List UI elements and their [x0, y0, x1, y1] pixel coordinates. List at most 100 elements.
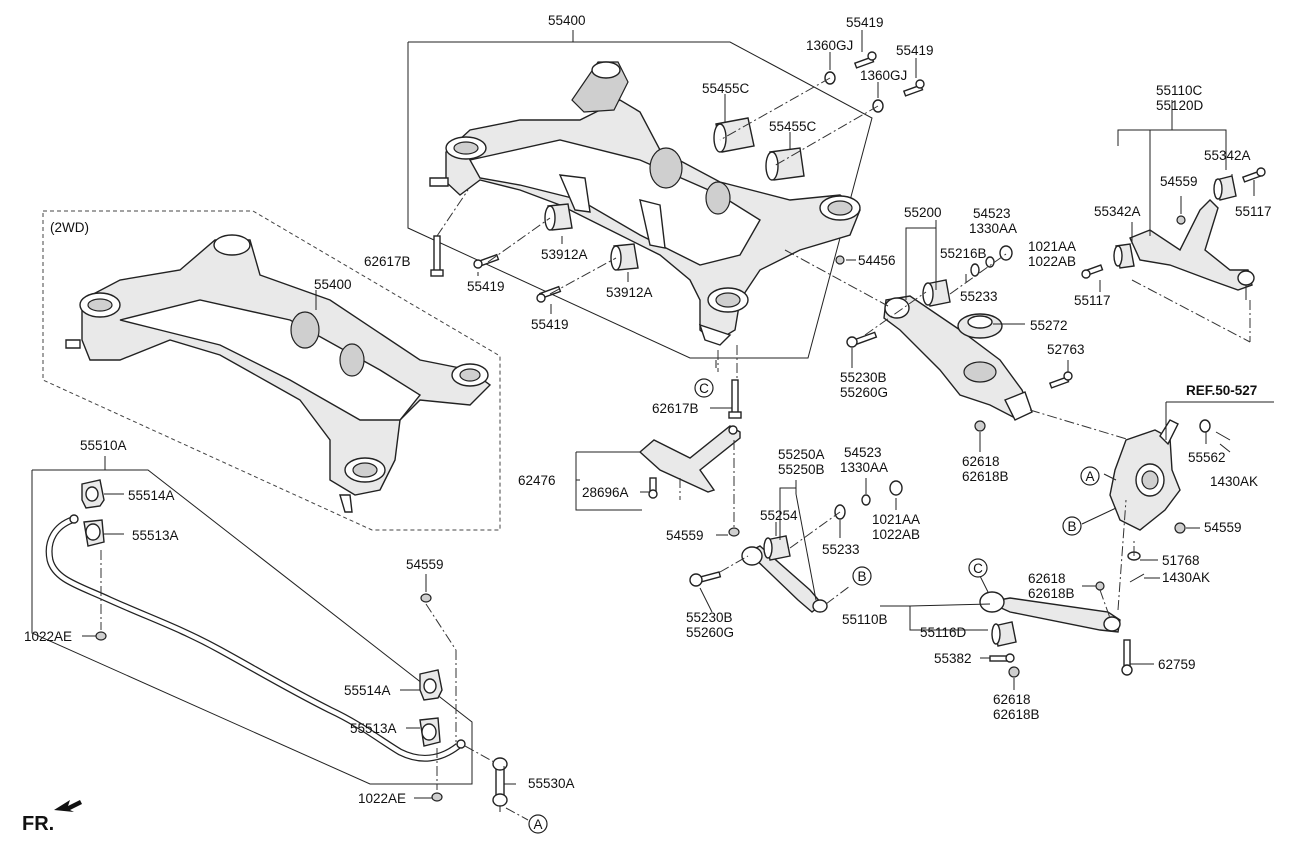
label-55510a: 55510A	[80, 438, 127, 453]
label-55530a: 55530A	[528, 776, 575, 791]
toe-link-55250a	[741, 545, 828, 613]
label-53912a-a: 53912A	[541, 247, 588, 262]
label-1022ab-a: 1022AB	[1028, 254, 1076, 269]
washer-55562	[1199, 419, 1211, 433]
bracket-55514a-b	[419, 669, 443, 701]
label-54456: 54456	[858, 253, 896, 268]
label-55419-a: 55419	[846, 15, 884, 30]
label-1021aa-a: 1021AA	[1028, 239, 1076, 254]
nut-54456	[835, 255, 845, 265]
label-62617b-b: 62617B	[652, 401, 699, 416]
nut-62618-c	[1008, 666, 1020, 678]
bolt-55419-c	[473, 253, 500, 269]
svg-text:A: A	[1085, 469, 1094, 484]
subframe-2wd-group-outline	[42, 210, 501, 531]
label-1360gj-b: 1360GJ	[860, 68, 907, 83]
bolt-52763	[1048, 371, 1073, 389]
callout-b-toe-link: B	[852, 566, 872, 586]
bolt-1430ak-a	[1215, 431, 1231, 441]
bolt-55117-a	[1241, 167, 1266, 183]
nut-1022ae-a	[95, 631, 107, 641]
bolt-62759	[1121, 639, 1133, 676]
label-53912a-b: 53912A	[606, 285, 653, 300]
label-55233-b: 55233	[822, 542, 860, 557]
nut-1022ae-b	[431, 792, 443, 802]
label-55400-2wd: 55400	[314, 277, 352, 292]
label-28696a: 28696A	[582, 485, 629, 500]
label-1430ak-a: 1430AK	[1210, 474, 1258, 489]
bolt-55230b-b	[689, 571, 722, 587]
bolt-62617b-b	[728, 379, 742, 419]
bolt-55117-b	[1081, 264, 1104, 279]
label-54523-b: 54523	[844, 445, 882, 460]
label-1330aa-a: 1330AA	[969, 221, 1017, 236]
nut-54559-d	[420, 593, 432, 603]
label-55117-a: 55117	[1235, 204, 1272, 219]
svg-text:B: B	[1067, 519, 1076, 534]
label-54523-a: 54523	[973, 206, 1011, 221]
stabilizer-bar-55510a	[45, 514, 466, 762]
label-55419-b: 55419	[896, 43, 934, 58]
label-1330aa-b: 1330AA	[840, 460, 888, 475]
label-55419-c: 55419	[467, 279, 505, 294]
assist-arm-55110b	[979, 591, 1121, 633]
bolt-55419-d	[536, 285, 562, 303]
bushing-55455c-b	[765, 147, 805, 181]
label-62476: 62476	[518, 473, 556, 488]
callout-a-stabilizer-link: A	[528, 814, 548, 834]
label-55254: 55254	[760, 508, 798, 523]
bracket-55514a-a	[81, 479, 105, 509]
bushing-55455c-a	[713, 117, 755, 153]
bolt-55382	[989, 653, 1015, 663]
bushing-55342a-a	[1213, 175, 1237, 201]
nut-1021aa-a	[999, 245, 1013, 261]
label-55216b: 55216B	[940, 246, 987, 261]
rear-subframe-4wd	[429, 61, 861, 346]
label-55514a-b: 55514A	[344, 683, 391, 698]
label-54559-d: 54559	[406, 557, 444, 572]
nut-62618-b	[1095, 581, 1105, 591]
nut-54559-b	[1174, 522, 1186, 534]
label-55110c: 55110C	[1156, 83, 1203, 98]
svg-text:B: B	[857, 569, 866, 584]
label-52763: 52763	[1047, 342, 1085, 357]
label-62618b-b: 62618B	[1028, 586, 1075, 601]
label-front: FR.	[22, 813, 54, 835]
bolt-55419-top-b	[902, 79, 925, 97]
label-1022ae-a: 1022AE	[24, 629, 72, 644]
washer-55233-a	[970, 263, 980, 277]
label-55116d: 55116D	[920, 625, 967, 640]
bolt-55230b-a	[846, 331, 878, 348]
nut-54523-b	[861, 494, 871, 506]
front-direction-arrow-icon	[54, 800, 82, 812]
label-55400-top: 55400	[548, 13, 586, 28]
label-55250a: 55250A	[778, 447, 825, 462]
label-55230b-b: 55230B	[686, 610, 733, 625]
bushing-55254	[763, 535, 791, 561]
label-ref-50-527: REF.50-527	[1186, 383, 1257, 398]
part-labels: 55400 55419 1360GJ 55419 1360GJ 55455C 5…	[22, 13, 1272, 835]
label-55110b: 55110B	[842, 612, 888, 627]
callout-b-knuckle: B	[1062, 516, 1082, 536]
label-54559-c: 54559	[666, 528, 704, 543]
lower-control-arm-55200	[883, 295, 1033, 421]
label-2wd: (2WD)	[50, 220, 89, 235]
label-1022ab-b: 1022AB	[872, 527, 920, 542]
label-55419-d: 55419	[531, 317, 569, 332]
label-1360gj-a: 1360GJ	[806, 38, 853, 53]
label-1021aa-b: 1021AA	[872, 512, 920, 527]
bushing-55116d	[991, 621, 1017, 647]
label-55455c-a: 55455C	[702, 81, 750, 96]
label-55562: 55562	[1188, 450, 1226, 465]
label-55272: 55272	[1030, 318, 1068, 333]
bushing-55216b	[922, 279, 951, 307]
label-55200: 55200	[904, 205, 942, 220]
label-1022ae-b: 1022AE	[358, 791, 406, 806]
stabilizer-link-55530a	[492, 757, 508, 812]
label-51768: 51768	[1162, 553, 1200, 568]
nut-54559-a	[1176, 215, 1186, 225]
rear-subframe-2wd	[65, 234, 492, 513]
label-62618-a: 62618	[962, 454, 1000, 469]
label-55230b-a: 55230B	[840, 370, 887, 385]
